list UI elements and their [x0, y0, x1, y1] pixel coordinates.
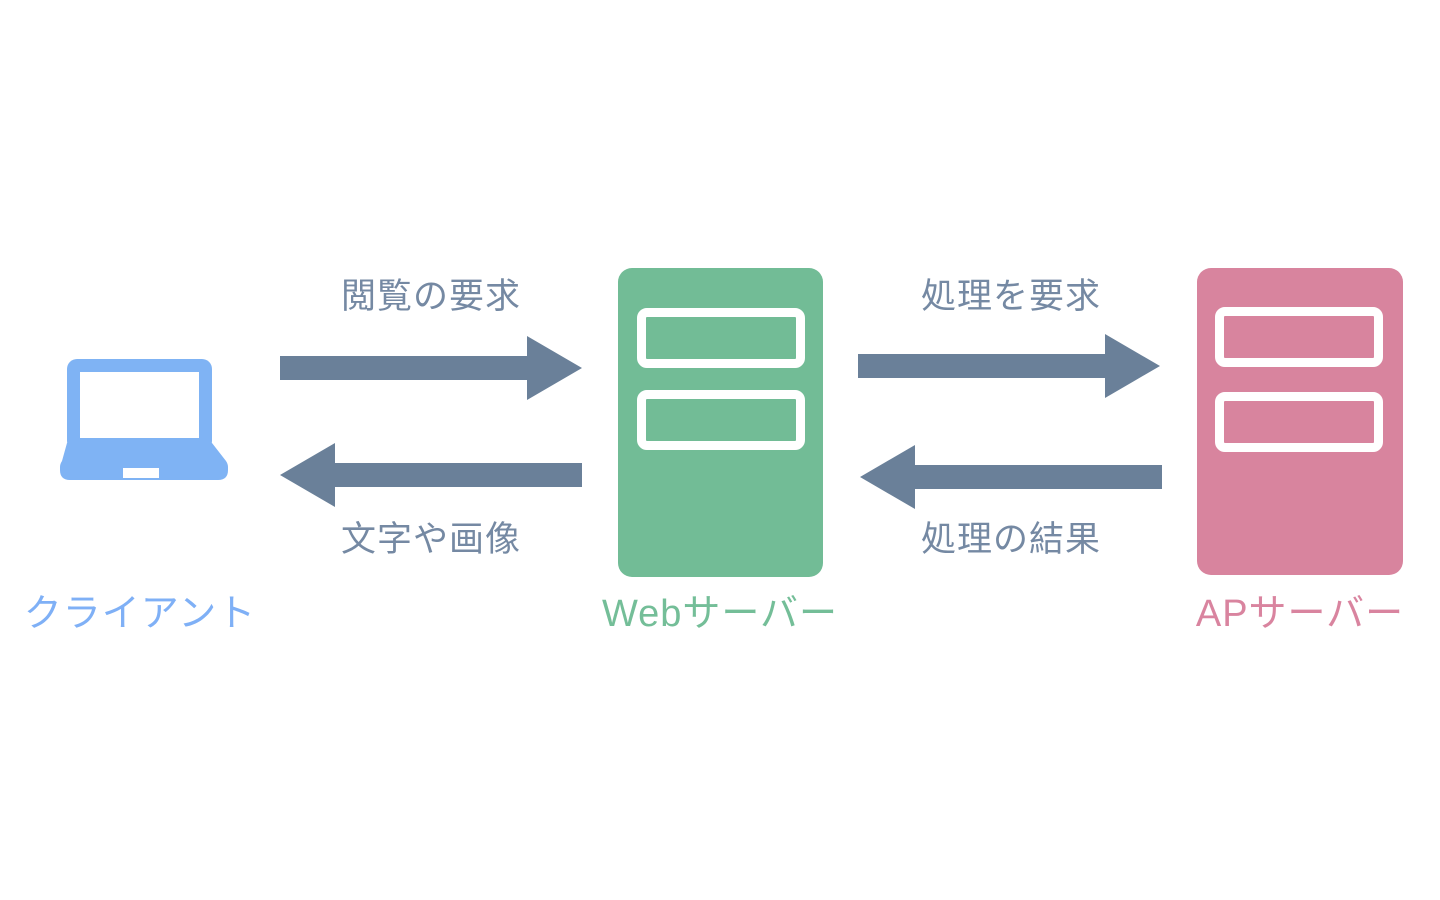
web-server-node: [618, 268, 823, 577]
laptop-notch: [123, 468, 159, 478]
arrow-left-text-and-images: [280, 443, 582, 507]
server-slot: [1215, 392, 1383, 452]
arrow-right-process-request: [858, 334, 1160, 398]
laptop-icon: [60, 359, 228, 480]
client-label: クライアント: [23, 593, 257, 635]
web-server-label: Webサーバー: [601, 593, 839, 635]
laptop-base: [60, 443, 228, 480]
ap-server-node: [1197, 268, 1403, 575]
server-slot: [637, 308, 805, 368]
server-slot: [637, 390, 805, 450]
laptop-screen: [80, 372, 199, 438]
flow-label-process-result: 処理の結果: [920, 520, 1101, 559]
arrow-right-browse-request: [280, 336, 582, 400]
flow-label-browse-request: 閲覧の要求: [340, 277, 521, 316]
arrow-left-process-result: [860, 445, 1162, 509]
flow-label-text-and-images: 文字や画像: [340, 520, 521, 559]
server-slot: [1215, 307, 1383, 367]
ap-server-label: APサーバー: [1195, 593, 1405, 635]
flow-label-process-request: 処理を要求: [920, 277, 1101, 316]
